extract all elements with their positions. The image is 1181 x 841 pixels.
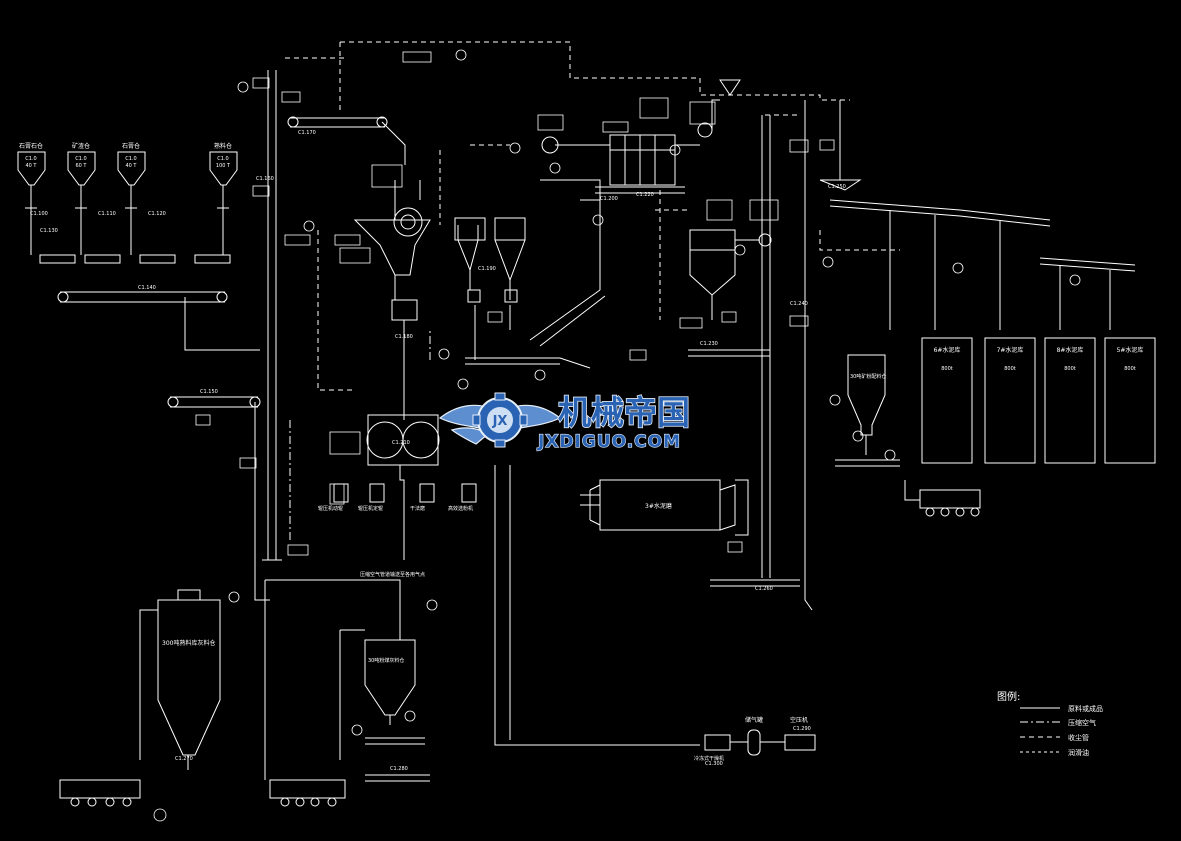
- cement-silo-label: 5#水泥库: [1117, 346, 1144, 354]
- raw-bin-tag: C1.0: [125, 156, 136, 162]
- legend: 图例: 原料或成品 压缩空气 收尘管 润滑油: [997, 690, 1103, 757]
- tag-label: C1.250: [828, 184, 846, 190]
- instrument-markers: [153, 49, 1081, 822]
- tag-label: C1.230: [700, 341, 718, 347]
- raw-bin-labels: 石膏石仓 矿渣仓 石膏仓 熟料仓 C1.0 C1.0 C1.0 C1.0 40 …: [19, 142, 232, 169]
- tag-label: C1.260: [755, 586, 773, 592]
- cement-silo-capacity: 800t: [941, 366, 953, 372]
- tag-label: C1.290: [793, 726, 811, 732]
- cement-silo-label: 6#水泥库: [934, 346, 961, 354]
- tag-label: C1.180: [395, 334, 413, 340]
- cement-silo-labels: 6#水泥库 7#水泥库 8#水泥库 5#水泥库 800t 800t 800t 8…: [934, 346, 1144, 372]
- tag-label: C1.130: [40, 228, 58, 234]
- cement-silo-label: 7#水泥库: [997, 346, 1024, 354]
- cement-silo-capacity: 800t: [1124, 366, 1136, 372]
- raw-bin-tag: C1.0: [217, 156, 228, 162]
- tag-label: C1.220: [636, 192, 654, 198]
- legend-item-label: 收尘管: [1068, 733, 1089, 742]
- raw-bin-capacity: 40 T: [25, 163, 37, 169]
- raw-bin-label: 石膏仓: [122, 142, 140, 150]
- tag-label: C1.120: [148, 211, 166, 217]
- transport-note: 压缩空气管道输送至各用气点: [360, 571, 425, 578]
- raw-bin-label: 矿渣仓: [72, 142, 90, 150]
- tag-label: C1.300: [705, 761, 723, 767]
- raw-bin-capacity: 100 T: [216, 163, 231, 169]
- tag-label: C1.110: [98, 211, 116, 217]
- small-silo-label: 30吨粉煤灰料仓: [368, 657, 404, 664]
- logo-letters: JX: [492, 414, 508, 429]
- raw-bin-tag: C1.0: [25, 156, 36, 162]
- ball-mill-label: 3#水泥磨: [645, 502, 672, 510]
- legend-item-label: 原料或成品: [1068, 704, 1103, 713]
- tag-label: C1.280: [390, 766, 408, 772]
- raw-bin-label: 石膏石仓: [19, 142, 43, 150]
- raw-bin-capacity: 40 T: [125, 163, 137, 169]
- dryer-label: 冷冻式干燥机: [694, 755, 724, 762]
- raw-bin-label: 熟料仓: [214, 142, 232, 150]
- legend-item-label: 压缩空气: [1068, 718, 1096, 727]
- tag-boxes: [195, 51, 835, 556]
- legend-title: 图例:: [997, 690, 1020, 703]
- air-tank-label: 储气罐: [745, 716, 763, 724]
- raw-bin-group: [17, 151, 238, 255]
- tag-label: C1.270: [175, 756, 193, 762]
- tag-label: C1.140: [138, 285, 156, 291]
- motor-label: 高效选粉机: [448, 505, 473, 512]
- tag-label: C1.170: [298, 130, 316, 136]
- legend-item-label: 润滑油: [1068, 748, 1089, 757]
- diagram-lines: [17, 41, 1156, 807]
- dust-duct-top: [340, 41, 850, 101]
- big-silo-label: 300吨熟料库灰料仓: [162, 639, 215, 647]
- dust-ducts: [317, 114, 900, 391]
- scattered-tags: C1.100 C1.110 C1.120 C1.130 C1.140 C1.15…: [30, 130, 846, 772]
- motor-label: 干法磨: [410, 505, 425, 512]
- cement-silo-capacity: 800t: [1064, 366, 1076, 372]
- roller-press-label: C1.210: [392, 440, 410, 446]
- tag-label: C1.200: [600, 196, 618, 202]
- motor-label: 辊压机定辊: [358, 505, 383, 512]
- watermark-title: 机械帝国: [558, 393, 690, 432]
- tag-label: C1.150: [200, 389, 218, 395]
- raw-bin-tag: C1.0: [75, 156, 86, 162]
- cement-silo-label: 8#水泥库: [1057, 346, 1084, 354]
- air-lines: [289, 330, 431, 540]
- tag-label: C1.160: [256, 176, 274, 182]
- right-silo-label: 30吨矿粉配料仓: [850, 373, 886, 380]
- watermark-subtitle: JXDIGUO.COM: [537, 432, 681, 452]
- equipment-labels: 300吨熟料库灰料仓 30吨粉煤灰料仓 30吨矿粉配料仓 3#水泥磨 C1.21…: [162, 373, 886, 762]
- tag-label: C1.240: [790, 301, 808, 307]
- tag-label: C1.190: [478, 266, 496, 272]
- raw-bin-capacity: 60 T: [75, 163, 87, 169]
- watermark: JX 机械帝国 JXDIGUO.COM: [438, 392, 691, 453]
- air-compressor-label: 空压机: [790, 716, 808, 724]
- tag-label: C1.100: [30, 211, 48, 217]
- cement-silo-capacity: 800t: [1004, 366, 1016, 372]
- motor-label: 辊压机动辊: [318, 505, 343, 512]
